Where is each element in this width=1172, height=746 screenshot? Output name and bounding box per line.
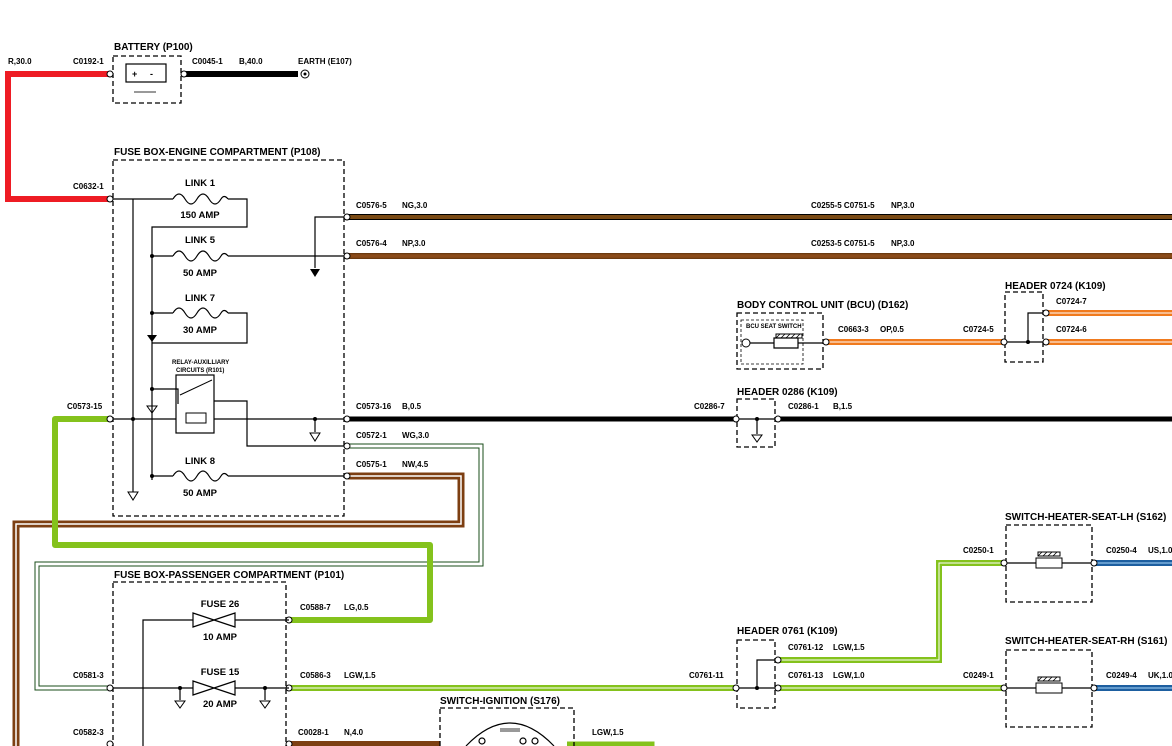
wire-r30	[5, 71, 108, 202]
fusebox-engine-title: FUSE BOX-ENGINE COMPARTMENT (P108)	[114, 147, 321, 158]
label-c0588: C0588-7	[300, 603, 331, 612]
label-c0761-12: C0761-12	[788, 643, 824, 652]
label-np30a: NP,3.0	[891, 201, 915, 210]
relay-box	[175, 374, 215, 434]
link1-amp: 150 AMP	[180, 210, 220, 221]
bcu-title: BODY CONTROL UNIT (BCU) (D162)	[737, 300, 908, 311]
bcu-pin-icon	[741, 338, 751, 348]
switch-ignition-title: SWITCH-IGNITION (S176)	[440, 696, 560, 707]
label-c0250-4: C0250-4	[1106, 546, 1137, 555]
svg-text:+: +	[132, 69, 137, 79]
fusebox-engine-internal	[113, 198, 344, 492]
fuse15-amp: 20 AMP	[203, 699, 238, 710]
label-lg05: LG,0.5	[344, 603, 369, 612]
label-c0028: C0028-1	[298, 728, 329, 737]
label-lgw15b: LGW,1.5	[833, 643, 865, 652]
label-us10: US,1.0	[1148, 546, 1172, 555]
label-c0192: C0192-1	[73, 57, 104, 66]
label-c0250-1: C0250-1	[963, 546, 994, 555]
label-b15: B,1.5	[833, 402, 853, 411]
battery-box	[112, 55, 182, 104]
header-0286-title: HEADER 0286 (K109)	[737, 387, 838, 398]
wire-lgw15-lh	[778, 560, 1004, 663]
link8-amp: 50 AMP	[183, 488, 218, 499]
label-n40: N,4.0	[344, 728, 364, 737]
wire-wg30	[34, 443, 484, 691]
label-ng30: NG,3.0	[402, 201, 428, 210]
label-c0663: C0663-3	[838, 325, 869, 334]
label-np30c: NP,3.0	[891, 239, 915, 248]
wire-nw45	[12, 472, 465, 746]
label-lgw15a: LGW,1.5	[344, 671, 376, 680]
label-c0573-15: C0573-15	[67, 402, 103, 411]
label-c0724-7: C0724-7	[1056, 297, 1087, 306]
label-c0576-4: C0576-4	[356, 239, 387, 248]
header-0724-title: HEADER 0724 (K109)	[1005, 281, 1106, 292]
label-c0255: C0255-5 C0751-5	[811, 201, 875, 210]
link5-label: LINK 5	[185, 235, 216, 246]
label-op05: OP,0.5	[880, 325, 904, 334]
label-c0249-1: C0249-1	[963, 671, 994, 680]
link7-amp: 30 AMP	[183, 325, 218, 336]
link7-label: LINK 7	[185, 293, 215, 304]
fuse-links	[172, 193, 229, 482]
header-0761-box	[736, 639, 776, 709]
label-b40: B,40.0	[239, 57, 263, 66]
label-c0724-5: C0724-5	[963, 325, 994, 334]
label-lgw10: LGW,1.0	[833, 671, 865, 680]
label-uk10: UK,1.0	[1148, 671, 1172, 680]
link1-label: LINK 1	[185, 178, 216, 189]
fuse-icons	[192, 612, 236, 696]
label-c0572: C0572-1	[356, 431, 387, 440]
relay-switch-icon	[179, 379, 213, 396]
header-0286-box	[736, 398, 776, 448]
wire-lg05	[52, 416, 433, 623]
label-c0573-16: C0573-16	[356, 402, 392, 411]
fusebox-passenger-title: FUSE BOX-PASSENGER COMPARTMENT (P101)	[114, 570, 344, 581]
fuse26-amp: 10 AMP	[203, 632, 238, 643]
label-c0724-6: C0724-6	[1056, 325, 1087, 334]
label-c0632: C0632-1	[73, 182, 104, 191]
label-c0286-1: C0286-1	[788, 402, 819, 411]
label-nw45: NW,4.5	[402, 460, 429, 469]
label-c0761-11: C0761-11	[689, 671, 724, 680]
link5-amp: 50 AMP	[183, 268, 218, 279]
label-lgw15c: LGW,1.5	[592, 728, 624, 737]
battery-title: BATTERY (P100)	[114, 42, 193, 53]
label-c0582: C0582-3	[73, 728, 104, 737]
label-c0575: C0575-1	[356, 460, 387, 469]
fuse15-label: FUSE 15	[201, 667, 240, 678]
label-earth: EARTH (E107)	[298, 57, 352, 66]
switch-ignition-box	[439, 707, 575, 746]
battery-icon	[125, 63, 167, 83]
switch-rh-title: SWITCH-HEATER-SEAT-RH (S161)	[1005, 636, 1167, 647]
label-np30b: NP,3.0	[402, 239, 426, 248]
fusebox-engine-box	[112, 159, 345, 517]
label-c0761-13: C0761-13	[788, 671, 824, 680]
label-wg30: WG,3.0	[402, 431, 430, 440]
bcu-inner-label: BCU SEAT SWITCH	[746, 324, 802, 330]
fusebox-passenger-box	[112, 581, 287, 746]
label-c0576-5: C0576-5	[356, 201, 387, 210]
label-c0586: C0586-3	[300, 671, 331, 680]
label-b05: B,0.5	[402, 402, 422, 411]
label-c0249-4: C0249-4	[1106, 671, 1137, 680]
label-r30: R,30.0	[8, 57, 32, 66]
svg-text:-: -	[150, 69, 153, 79]
label-c0045: C0045-1	[192, 57, 223, 66]
relay-label-2: CIRCUITS (R101)	[176, 368, 224, 374]
link8-label: LINK 8	[185, 456, 215, 467]
relay-label-1: RELAY-AUXILLIARY	[172, 360, 229, 366]
header-0761-title: HEADER 0761 (K109)	[737, 626, 838, 637]
label-c0253: C0253-5 C0751-5	[811, 239, 875, 248]
header-0724-box	[1004, 291, 1044, 363]
label-c0286-7: C0286-7	[694, 402, 725, 411]
switch-lh-title: SWITCH-HEATER-SEAT-LH (S162)	[1005, 512, 1166, 523]
fuse26-label: FUSE 26	[201, 599, 240, 610]
ground-icons	[127, 269, 321, 501]
wire-lgw15-ign	[567, 741, 655, 746]
label-c0581: C0581-3	[73, 671, 104, 680]
